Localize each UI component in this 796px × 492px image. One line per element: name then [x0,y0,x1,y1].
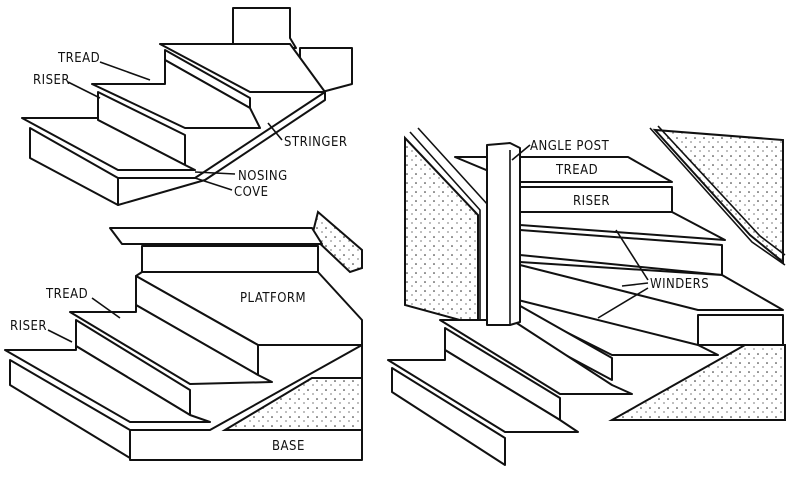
stair-figure-c: ANGLE POST TREAD RISER WINDERS [387,125,786,466]
bottom-riser [391,367,506,466]
label-tread: TREAD [57,51,100,66]
tread-middle [69,304,273,385]
winder-riser-2 [697,314,784,346]
stair-figure-a: TREAD RISER STRINGER NOSING COVE [21,7,353,206]
label-angle-post: ANGLE POST [530,139,610,154]
tread-bottom [4,345,211,423]
label-stringer: STRINGER [284,135,347,150]
bottom-tread [387,349,579,433]
wall-post [232,7,297,49]
label-cove: COVE [234,185,269,200]
label-riser: RISER [573,194,610,209]
stair-figure-b: TREAD RISER PLATFORM BASE [4,210,363,461]
label-nosing: NOSING [238,169,288,184]
label-riser: RISER [10,319,47,334]
top-tread [109,227,323,245]
top-riser [141,245,319,273]
label-tread: TREAD [555,163,598,178]
angle-post [486,142,521,326]
label-riser: RISER [33,73,70,88]
tread-1 [21,117,196,171]
label-platform: PLATFORM [240,291,306,306]
base-texture [608,344,786,421]
base-texture [221,377,363,431]
label-base: BASE [272,439,305,454]
label-winders: WINDERS [650,277,709,292]
label-tread: TREAD [45,287,88,302]
right-wall-texture [652,128,784,265]
tread-2 [91,59,261,129]
